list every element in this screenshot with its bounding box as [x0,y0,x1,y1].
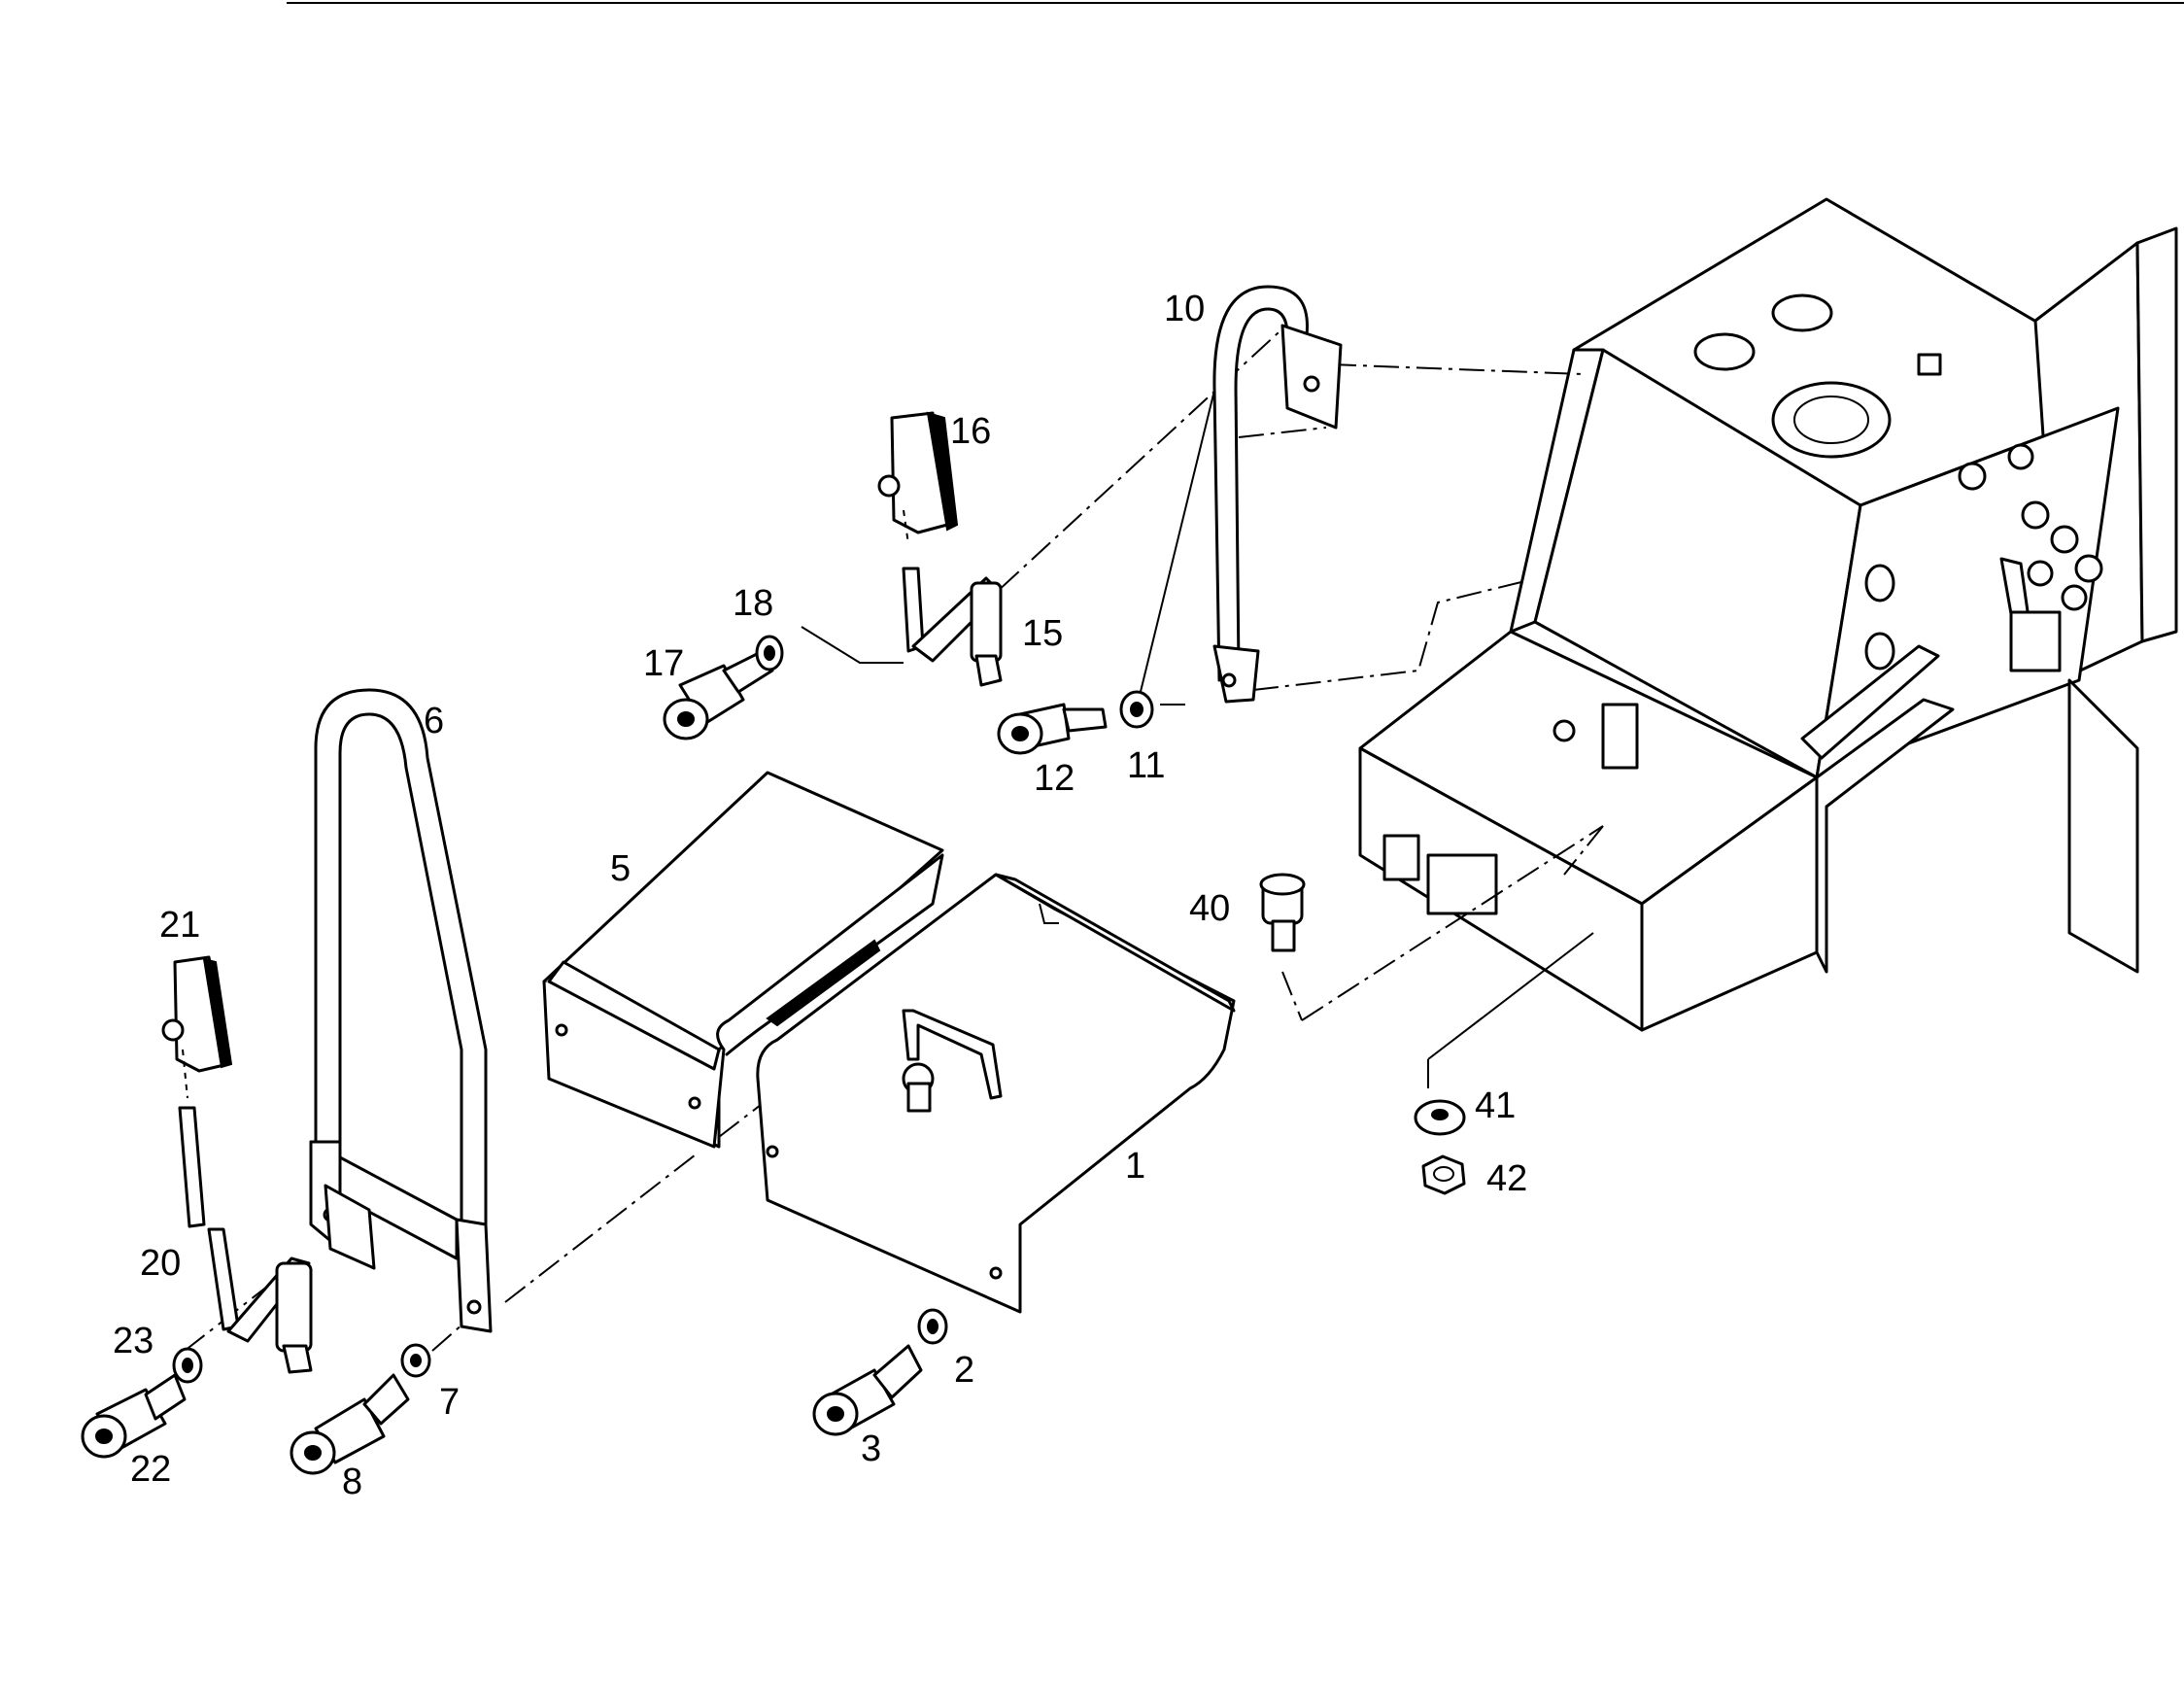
callout-16: 16 [950,411,991,452]
callout-3: 3 [861,1429,881,1469]
callout-20: 20 [140,1243,181,1284]
callout-40: 40 [1189,888,1230,929]
callout-5: 5 [610,848,631,889]
callout-12: 12 [1034,758,1075,799]
part-18-washer [755,635,784,671]
part-23-washer [172,1347,203,1384]
callout-17: 17 [643,643,684,684]
part-41-washer [1414,1099,1466,1136]
callout-41: 41 [1475,1085,1516,1126]
callout-6: 6 [424,701,444,741]
callout-11: 11 [1127,745,1165,786]
callout-42: 42 [1486,1158,1527,1199]
part-16-mirror [877,411,959,545]
part-15-mirror-bracket [902,567,1003,687]
callout-23: 23 [113,1321,154,1361]
part-12-bolt [997,703,1108,755]
callout-15: 15 [1022,613,1063,654]
part-3-bolt [812,1344,923,1436]
machine-frame [1358,197,2178,1032]
callout-22: 22 [130,1449,171,1490]
part-20-mirror-bracket [178,1106,313,1374]
callout-21: 21 [159,905,200,946]
callout-8: 8 [342,1462,362,1502]
part-5-cover-panel [542,771,944,1149]
callout-10: 10 [1164,289,1205,329]
part-42-nut [1421,1154,1466,1195]
callout-labels: 1 2 3 5 6 7 8 10 11 12 15 16 17 18 20 21… [113,289,1527,1502]
part-22-bolt [81,1373,187,1459]
part-2-washer [917,1308,948,1345]
part-21-mirror [161,955,233,1099]
callout-2: 2 [954,1350,974,1391]
part-40-stud [1259,873,1306,952]
part-6-grab-handle [309,688,493,1333]
part-10-grab-handle [1212,285,1343,704]
part-1-cover-panel [756,873,1236,1314]
part-8-bolt [290,1373,410,1475]
part-11-washer [1119,690,1154,729]
callout-18: 18 [733,583,773,624]
part-7-washer [400,1343,431,1378]
callout-7: 7 [439,1382,460,1423]
callout-1: 1 [1125,1146,1145,1187]
